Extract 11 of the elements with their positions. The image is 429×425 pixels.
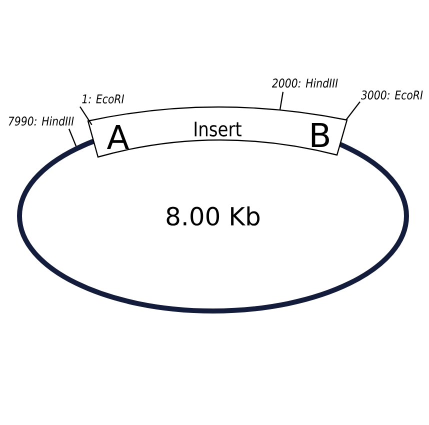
site-label: 2000: HindIII	[272, 78, 338, 88]
leader-line	[68, 128, 77, 146]
site-label: 7990: HindIII	[8, 116, 74, 126]
site-label: 3000: EcoRI	[360, 90, 423, 100]
region-letter: B	[312, 122, 329, 148]
site-label: 1: EcoRI	[82, 94, 124, 104]
leader-line	[279, 92, 284, 110]
leader-line	[80, 106, 92, 126]
node-label: Insert	[194, 122, 242, 137]
leader-line	[346, 101, 360, 120]
region-letter: A	[106, 124, 130, 150]
